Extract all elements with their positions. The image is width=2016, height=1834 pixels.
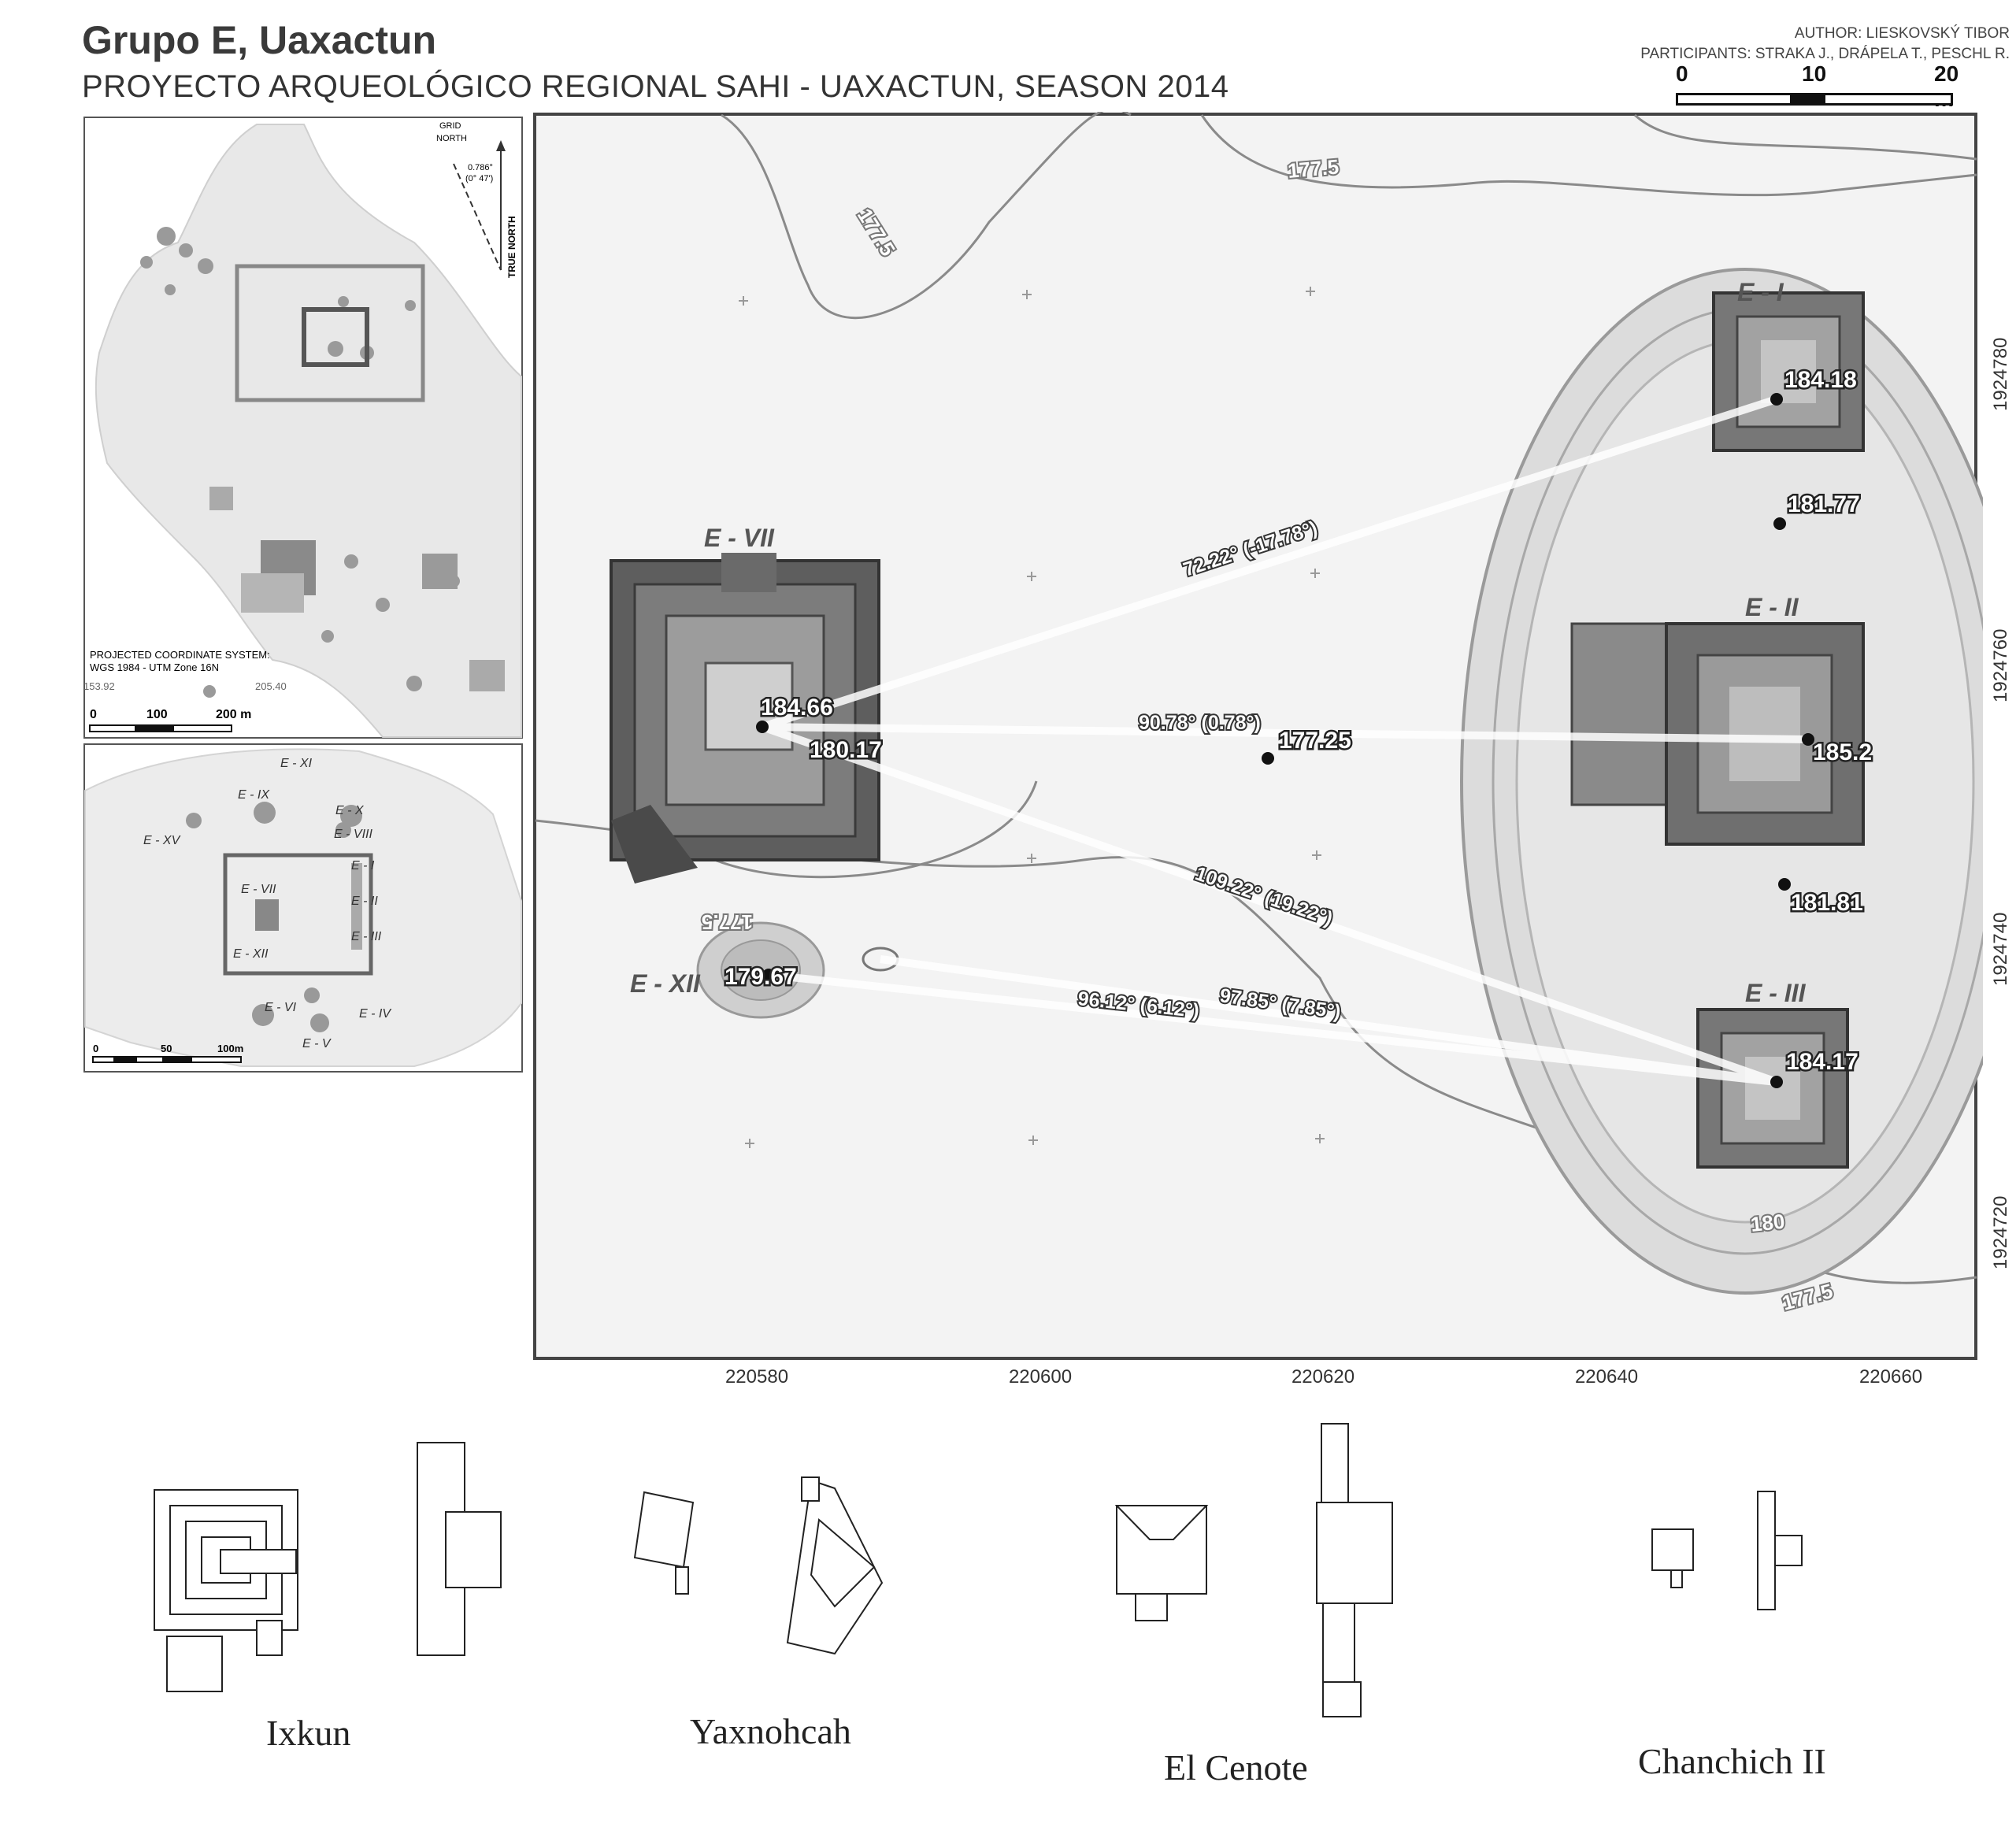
scale-label-0: 0 <box>1676 61 1688 86</box>
inset-label-e-iv: E - IV <box>359 1007 391 1021</box>
sightlines <box>761 395 1809 1086</box>
label-e-i: E - I <box>1737 278 1784 306</box>
inset-label-e-vi: E - VI <box>265 1001 297 1014</box>
inset-label-e-xi: E - XI <box>280 757 313 770</box>
x-axis: 220580 220600 220620 220640 220660 <box>725 1366 1922 1388</box>
y-tick-1924760: 1924760 <box>1990 629 2011 702</box>
label-yaxnohcah: Yaxnohcah <box>690 1711 851 1751</box>
grid-north-label: GRID <box>439 121 461 131</box>
structure-e-vii <box>610 553 880 884</box>
declination-dms: (0° 47') <box>465 174 493 183</box>
elevation-e-ii-base: 181.81 <box>1791 890 1863 916</box>
contour-label-north: 177.5 <box>1287 154 1340 183</box>
y-tick-1924720: 1924720 <box>1990 1196 2011 1269</box>
overview-scale-100: 100 <box>146 708 168 721</box>
y-tick-1924780: 1924780 <box>1990 338 2011 411</box>
comparison-plans <box>154 1423 1803 1717</box>
structure-e-iii <box>1696 1008 1849 1169</box>
elevation-e-ii: 185.2 <box>1813 739 1872 765</box>
main-map: E - I E - II E - III E - VII E - XII 184… <box>533 112 1983 1360</box>
author-line: AUTHOR: LIESKOVSKÝ TIBOR <box>1794 25 2010 42</box>
group-e-inset: E - XI E - IX E - X E - VIII E - XV E - … <box>83 743 523 1073</box>
contour-label-180: 180 <box>1749 1210 1785 1236</box>
group-scale-0: 0 <box>93 1043 98 1054</box>
scale-label-10: 10 <box>1802 61 1827 86</box>
survey-markers <box>756 393 1814 1088</box>
participants-line: PARTICIPANTS: STRAKA J., DRÁPELA T., PES… <box>1640 46 2010 62</box>
project-subtitle: PROYECTO ARQUEOLÓGICO REGIONAL SAHI - UA… <box>82 69 1229 104</box>
inset-label-e-v: E - V <box>302 1037 332 1050</box>
group-scale-50: 50 <box>161 1043 172 1054</box>
label-e-xii: E - XII <box>630 969 701 998</box>
legend-min: 153.92 <box>83 680 115 692</box>
x-tick-220620: 220620 <box>1292 1366 1354 1388</box>
svg-text:NORTH: NORTH <box>436 134 467 143</box>
structure-e-ii <box>1570 622 1865 846</box>
grid-north-line <box>453 163 502 271</box>
label-chanchich-ii: Chanchich II <box>1638 1741 1826 1781</box>
x-tick-220580: 220580 <box>725 1366 788 1388</box>
plan-ixkun <box>154 1442 502 1692</box>
elevation-e-vii-stair: 180.17 <box>810 737 882 763</box>
elevation-e-vii: 184.66 <box>761 695 833 721</box>
inset-label-e-viii: E - VIII <box>334 828 372 841</box>
bearing-e-ii: 90.78° (0.78°) <box>1139 712 1261 734</box>
elevation-plaza: 177.25 <box>1279 728 1351 754</box>
structure-e-xii <box>696 921 899 1019</box>
label-e-iii: E - III <box>1745 979 1807 1007</box>
inset-label-e-x: E - X <box>335 804 365 817</box>
declination-label: 0.786° <box>468 163 493 172</box>
credits: AUTHOR: LIESKOVSKÝ TIBOR PARTICIPANTS: S… <box>1640 24 2010 65</box>
structure-e-i <box>1712 291 1865 452</box>
x-tick-220600: 220600 <box>1009 1366 1072 1388</box>
x-tick-220640: 220640 <box>1575 1366 1638 1388</box>
elevation-e-i-base: 181.77 <box>1788 491 1860 517</box>
overview-scale-0: 0 <box>90 708 97 721</box>
elevation-e-i: 184.18 <box>1784 367 1857 393</box>
crs-name: WGS 1984 - UTM Zone 16N <box>90 661 219 673</box>
contour-label-e-xii: 177.5 <box>702 910 753 934</box>
label-el-cenote: El Cenote <box>1164 1747 1308 1788</box>
inset-label-e-i: E - I <box>351 859 375 873</box>
map-title: Grupo E, Uaxactun <box>82 18 437 62</box>
north-arrow-icon <box>496 140 506 151</box>
scale-bar-graphic <box>1676 93 1953 106</box>
legend-max: 205.40 <box>255 680 287 692</box>
elevation-e-iii: 184.17 <box>1786 1049 1858 1075</box>
label-e-vii: E - VII <box>704 524 775 552</box>
crs-title: PROJECTED COORDINATE SYSTEM: <box>90 649 270 661</box>
inset-label-e-xii: E - XII <box>233 947 269 961</box>
y-tick-1924740: 1924740 <box>1990 913 2011 986</box>
y-axis: 1924780 1924760 1924740 1924720 <box>1990 338 2011 1269</box>
overview-scale-200: 200 m <box>216 708 251 721</box>
plan-chanchich-ii <box>1651 1491 1803 1610</box>
plan-el-cenote <box>1114 1423 1393 1717</box>
inset-label-e-ix: E - IX <box>238 788 270 802</box>
inset-label-e-xv: E - XV <box>143 834 181 847</box>
inset-label-e-iii: E - III <box>351 930 382 943</box>
plan-yaxnohcah <box>633 1476 884 1655</box>
x-tick-220660: 220660 <box>1859 1366 1922 1388</box>
group-scale-100: 100m <box>217 1043 243 1054</box>
elevation-e-xii: 179.67 <box>724 964 797 990</box>
overview-inset: GRID NORTH TRUE NORTH 0.786° (0° 47') PR… <box>83 117 523 739</box>
inset-label-e-vii: E - VII <box>241 883 276 896</box>
label-e-ii: E - II <box>1745 593 1799 621</box>
label-ixkun: Ixkun <box>266 1713 351 1753</box>
inset-label-e-ii: E - II <box>351 895 378 908</box>
true-north-label: TRUE NORTH <box>506 216 517 278</box>
